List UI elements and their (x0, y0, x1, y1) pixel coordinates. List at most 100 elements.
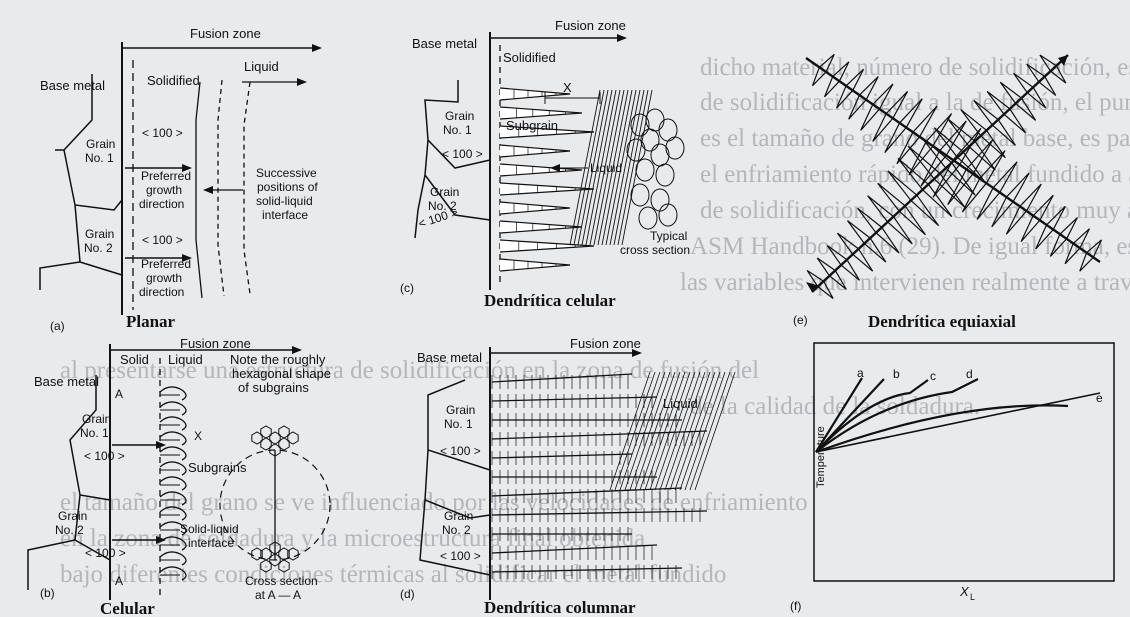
grain2-label: Grain (58, 509, 87, 523)
direction-label: < 100 > (142, 126, 183, 140)
preferred-label: direction (139, 285, 184, 299)
hatch-line (630, 372, 670, 490)
caption-dendritica-columnar: Dendrítica columnar (484, 598, 636, 617)
cellular-dendrite (500, 221, 582, 233)
preferred-label: growth (146, 271, 182, 285)
grain-cell (651, 189, 669, 211)
bg-line-11: en la zona de soldadura y la microestruc… (60, 525, 645, 552)
subgrains-label: Subgrains (188, 460, 247, 475)
panel-letter: (e) (793, 313, 808, 327)
grain1-label: Grain (445, 109, 474, 123)
typical-label: cross section (620, 243, 690, 257)
y-axis-label: Temperature (815, 426, 827, 488)
liquid-label: Liquid (244, 59, 279, 74)
grain1-label: No. 1 (85, 151, 114, 165)
grain2-label: Grain (430, 185, 459, 199)
panel-a-planar: Fusion zone Base metal Solidified Liquid… (40, 26, 322, 333)
x-axis-subscript: L (970, 592, 975, 602)
subgrain-cell (160, 462, 186, 475)
successive-label: Successive (256, 166, 317, 180)
hatch-line (625, 372, 665, 490)
interface-3 (244, 82, 250, 294)
base-metal-label: Base metal (34, 374, 99, 389)
caption-dendritica-equiaxial: Dendrítica equiaxial (868, 312, 1016, 331)
bg-line-9: de la calidad de la soldadura. (690, 393, 980, 420)
interface-label: interface (188, 536, 234, 550)
cellular-dendrite (500, 240, 594, 252)
dendrite-stem (492, 397, 657, 401)
preferred-label: Preferred (141, 257, 191, 271)
solidified-label: Solidified (147, 73, 200, 88)
section-a-label: A (115, 387, 123, 401)
grain1-label: Grain (446, 403, 475, 417)
hatch-line (680, 372, 720, 490)
note-label: of subgrains (238, 380, 309, 395)
liquid-label: Liquid (590, 161, 622, 175)
grain1-label: No. 1 (80, 426, 109, 440)
preferred-label: growth (146, 183, 182, 197)
curve-label-a: a (857, 366, 864, 380)
liquid-label: Liquid (168, 352, 203, 367)
interface-2 (218, 80, 224, 296)
caption-celular: Celular (100, 599, 155, 617)
dendrite-stem (492, 454, 632, 458)
direction-label: < 100 > (84, 449, 125, 463)
solidified-label: Solidified (503, 50, 556, 65)
caption-dendritica-celular: Dendrítica celular (484, 291, 616, 310)
cellular-dendrite (500, 259, 570, 271)
successive-label: interface (262, 208, 308, 222)
cellular-dendrite (500, 145, 570, 157)
panel-letter: (c) (400, 281, 414, 295)
curve-label-b: b (893, 367, 900, 381)
subgrain-cell (160, 447, 186, 460)
bg-line-4: el enfriamiento rápido del metal fundido… (700, 161, 1130, 188)
direction-label: < 100 > (142, 233, 183, 247)
grain2-label: No. 2 (442, 523, 471, 537)
curve-label-d: d (966, 367, 973, 381)
bg-line-8: al presentarse una estructura de solidif… (60, 357, 759, 384)
panel-letter: (f) (790, 599, 801, 613)
hatch-line (675, 372, 715, 490)
hatch-line (655, 372, 695, 490)
grain-cell (646, 109, 664, 131)
grain-cell (631, 184, 649, 206)
hatch-line (635, 372, 675, 490)
grain1-label: No. 1 (444, 417, 473, 431)
fusion-zone-label: Fusion zone (180, 336, 251, 351)
grain2-label: Grain (444, 509, 473, 523)
panel-letter: (a) (50, 319, 65, 333)
successive-label: positions of (257, 180, 318, 194)
preferred-label: Preferred (141, 169, 191, 183)
panel-c-dendritica-celular: Fusion zone Base metal Solidified X Grai… (400, 18, 690, 310)
direction-label: < 100 > (442, 147, 483, 161)
arrowhead (312, 44, 322, 52)
grain1-label: No. 1 (443, 123, 472, 137)
subgrain-cell (160, 417, 186, 430)
grain-cell (641, 129, 659, 151)
x-axis-label: X (959, 584, 970, 599)
fusion-zone-label: Fusion zone (570, 336, 641, 351)
base-metal-label: Base metal (412, 36, 477, 51)
base-metal-label: Base metal (40, 78, 105, 93)
x-label: X (563, 80, 572, 95)
grain-cell (636, 159, 654, 181)
fusion-zone-label: Fusion zone (190, 26, 261, 41)
hatch-line (640, 372, 680, 490)
curve-label-e: e (1096, 391, 1103, 405)
typical-label: Typical (650, 229, 687, 243)
typical-cross-section (627, 109, 684, 229)
hex-subgrain (252, 432, 262, 444)
interface-label: Solid-liquid (180, 522, 239, 536)
cross-section-label: Cross section (245, 574, 318, 588)
subgrain-label: Subgrain (506, 118, 558, 133)
hatch-line (645, 372, 685, 490)
x-label: X (194, 429, 202, 443)
direction-label: < 100 > (440, 444, 481, 458)
solid-label: Solid (120, 352, 149, 367)
section-a-label: A (115, 574, 123, 588)
hex-subgrain (288, 432, 298, 444)
liquid-label: Liquid (663, 396, 698, 411)
panel-letter: (d) (400, 587, 415, 601)
cellular-dendrite (500, 164, 582, 176)
grain2-label: No. 2 (55, 523, 84, 537)
